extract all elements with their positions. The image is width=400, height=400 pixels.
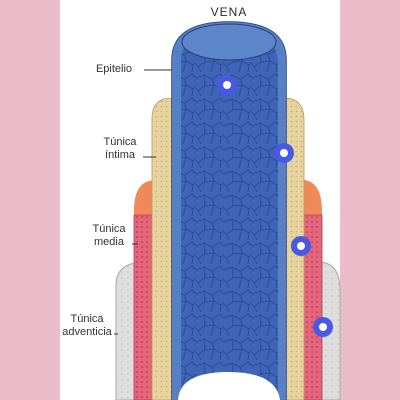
label-tunica-intima-line1: Túnica bbox=[103, 136, 137, 148]
label-tunica-adventicia-line1: Túnica bbox=[70, 313, 104, 325]
label-tunica-intima: Túnica íntima bbox=[97, 136, 143, 162]
intima-layer-left bbox=[151, 97, 175, 400]
label-tunica-adventicia-line2: adventicia bbox=[62, 326, 112, 338]
label-tunica-media: Túnica media bbox=[86, 223, 132, 249]
marker-3[interactable] bbox=[291, 236, 311, 256]
label-tunica-intima-line2: íntima bbox=[105, 149, 135, 161]
label-tunica-adventicia: Túnica adventicia bbox=[58, 313, 116, 339]
label-epitelio: Epitelio bbox=[95, 63, 133, 75]
epithelium-edge-right bbox=[229, 22, 286, 400]
label-tunica-media-line2: media bbox=[94, 236, 124, 248]
lumen-top bbox=[181, 23, 277, 61]
marker-1[interactable] bbox=[217, 75, 237, 95]
diagram-title: VENA bbox=[210, 5, 248, 19]
label-tunica-media-line1: Túnica bbox=[92, 223, 126, 235]
marker-2[interactable] bbox=[274, 143, 294, 163]
lumen-opening bbox=[178, 372, 280, 400]
epithelium-edge-left bbox=[172, 22, 229, 400]
marker-4[interactable] bbox=[313, 317, 333, 337]
